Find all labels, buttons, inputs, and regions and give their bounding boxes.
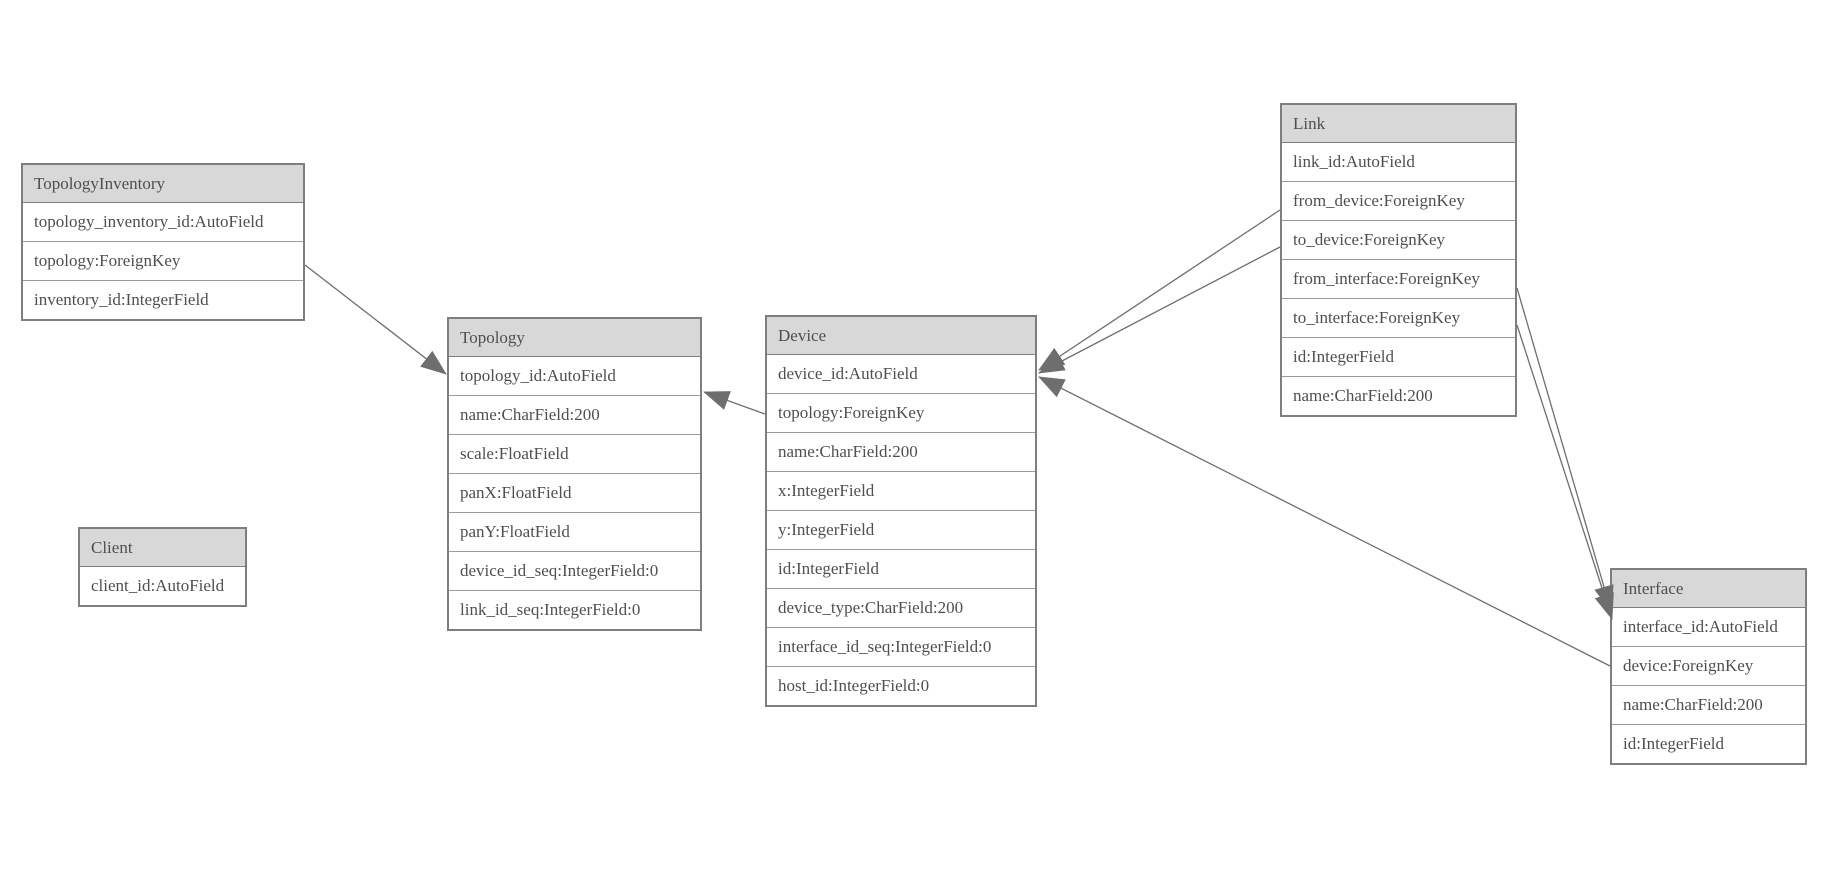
relation-link-to_interface-to-interface	[1516, 324, 1614, 620]
field-row: client_id:AutoField	[80, 567, 245, 605]
field-row: link_id_seq:IntegerField:0	[449, 590, 700, 629]
field-row: name:CharField:200	[1282, 376, 1515, 415]
relation-link-from_interface-to-interface	[1516, 287, 1614, 612]
entity-title-client: Client	[80, 529, 245, 567]
field-row: id:IntegerField	[1282, 337, 1515, 376]
field-row: device_id:AutoField	[767, 355, 1035, 393]
field-row: topology:ForeignKey	[767, 393, 1035, 432]
entity-title-link: Link	[1282, 105, 1515, 143]
field-row: name:CharField:200	[1612, 685, 1805, 724]
field-row: id:IntegerField	[767, 549, 1035, 588]
field-row: x:IntegerField	[767, 471, 1035, 510]
field-row: topology:ForeignKey	[23, 241, 303, 280]
relation-topologyinventory-topology-to-topology	[304, 264, 447, 375]
field-row: to_interface:ForeignKey	[1282, 298, 1515, 337]
relation-link-from_device-to-device	[1038, 209, 1281, 371]
field-row: inventory_id:IntegerField	[23, 280, 303, 319]
field-row: name:CharField:200	[767, 432, 1035, 471]
field-row: interface_id:AutoField	[1612, 608, 1805, 646]
field-row: from_device:ForeignKey	[1282, 181, 1515, 220]
field-row: to_device:ForeignKey	[1282, 220, 1515, 259]
field-row: scale:FloatField	[449, 434, 700, 473]
relation-link-to_device-to-device	[1038, 246, 1281, 374]
entity-title-topology-inventory: TopologyInventory	[23, 165, 303, 203]
entity-title-device: Device	[767, 317, 1035, 355]
field-row: panX:FloatField	[449, 473, 700, 512]
field-row: host_id:IntegerField:0	[767, 666, 1035, 705]
entity-title-interface: Interface	[1612, 570, 1805, 608]
field-row: interface_id_seq:IntegerField:0	[767, 627, 1035, 666]
field-row: name:CharField:200	[449, 395, 700, 434]
field-row: id:IntegerField	[1612, 724, 1805, 763]
field-row: y:IntegerField	[767, 510, 1035, 549]
field-row: device_type:CharField:200	[767, 588, 1035, 627]
field-row: topology_id:AutoField	[449, 357, 700, 395]
relation-interface-device-to-device	[1038, 376, 1611, 667]
field-row: device:ForeignKey	[1612, 646, 1805, 685]
field-row: topology_inventory_id:AutoField	[23, 203, 303, 241]
relation-device-topology-to-topology	[703, 391, 766, 415]
field-row: from_interface:ForeignKey	[1282, 259, 1515, 298]
field-row: device_id_seq:IntegerField:0	[449, 551, 700, 590]
field-row: panY:FloatField	[449, 512, 700, 551]
field-row: link_id:AutoField	[1282, 143, 1515, 181]
entity-title-topology: Topology	[449, 319, 700, 357]
